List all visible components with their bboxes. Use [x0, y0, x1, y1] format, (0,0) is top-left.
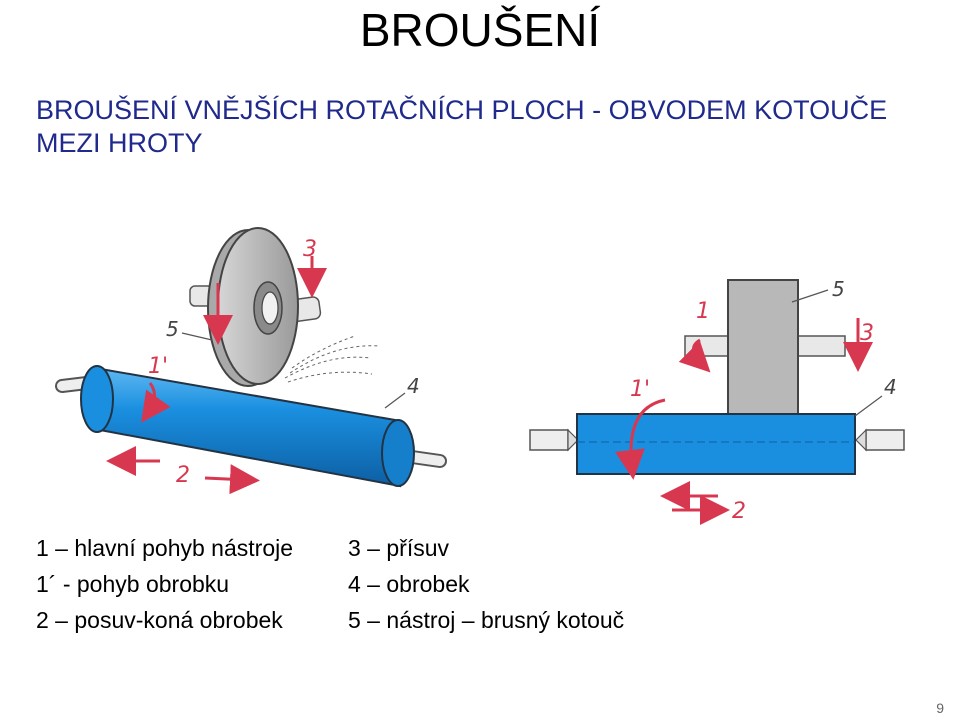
left-illustration: 3 5 1' 4 2: [55, 227, 447, 495]
motion-arrows-left: [106, 256, 327, 495]
grinding-wheel-right: [727, 279, 799, 415]
subtitle-line-2: MEZI HROTY: [36, 128, 203, 158]
label-3-left: 3: [303, 237, 317, 262]
motion-arrows-right: [615, 318, 873, 525]
arrow-1p-right: [615, 398, 666, 480]
page-title: BROUŠENÍ: [359, 4, 601, 56]
label-1p-right: 1': [630, 377, 650, 402]
legend: 1 – hlavní pohyb nástroje 3 – přísuv 1´ …: [36, 530, 696, 638]
label-1-right: 1: [696, 299, 710, 324]
page-number: 9: [936, 700, 944, 716]
sparks: [284, 335, 381, 383]
legend-item-1-prime: 1´ - pohyb obrobku: [36, 571, 230, 597]
label-2-right: 2: [732, 499, 746, 524]
label-3-right: 3: [860, 321, 874, 346]
arrow-1-right: [678, 338, 711, 373]
label-5-left: 5: [166, 317, 179, 341]
centers-right: [529, 428, 905, 452]
legend-row: 1´ - pohyb obrobku 4 – obrobek: [36, 566, 696, 602]
legend-item-3: 3 – přísuv: [348, 535, 449, 561]
workpiece-right: [576, 413, 856, 475]
arrow-1p-left: [141, 382, 171, 423]
leader-lines-left: [181, 332, 406, 409]
label-4-right: 4: [884, 375, 897, 399]
grinding-illustration: 3 5 1' 4 2: [0, 168, 960, 608]
label-4-left: 4: [407, 374, 420, 398]
legend-item-1: 1 – hlavní pohyb nástroje: [36, 535, 294, 561]
grinding-wheel-left: [207, 227, 299, 387]
subtitle: BROUŠENÍ VNĚJŠÍCH ROTAČNÍCH PLOCH - OBVO…: [36, 94, 956, 160]
label-5-right: 5: [832, 277, 845, 301]
label-2-left: 2: [176, 463, 190, 488]
leader-lines-right: [791, 289, 883, 417]
workpiece-left: [55, 365, 447, 488]
grinding-diagram-svg: 3 5 1' 4 2: [55, 227, 905, 525]
arrow-2b-left: [204, 464, 260, 495]
legend-row: 2 – posuv-koná obrobek 5 – nástroj – bru…: [36, 602, 696, 638]
legend-item-4: 4 – obrobek: [348, 571, 470, 597]
legend-item-2: 2 – posuv-koná obrobek: [36, 607, 283, 633]
legend-item-5: 5 – nástroj – brusný kotouč: [348, 607, 625, 633]
right-illustration: 5 1 3 1' 4 2: [529, 277, 905, 525]
label-1p-left: 1': [148, 354, 168, 379]
legend-row: 1 – hlavní pohyb nástroje 3 – přísuv: [36, 530, 696, 566]
subtitle-line-1: BROUŠENÍ VNĚJŠÍCH ROTAČNÍCH PLOCH - OBVO…: [36, 95, 888, 125]
